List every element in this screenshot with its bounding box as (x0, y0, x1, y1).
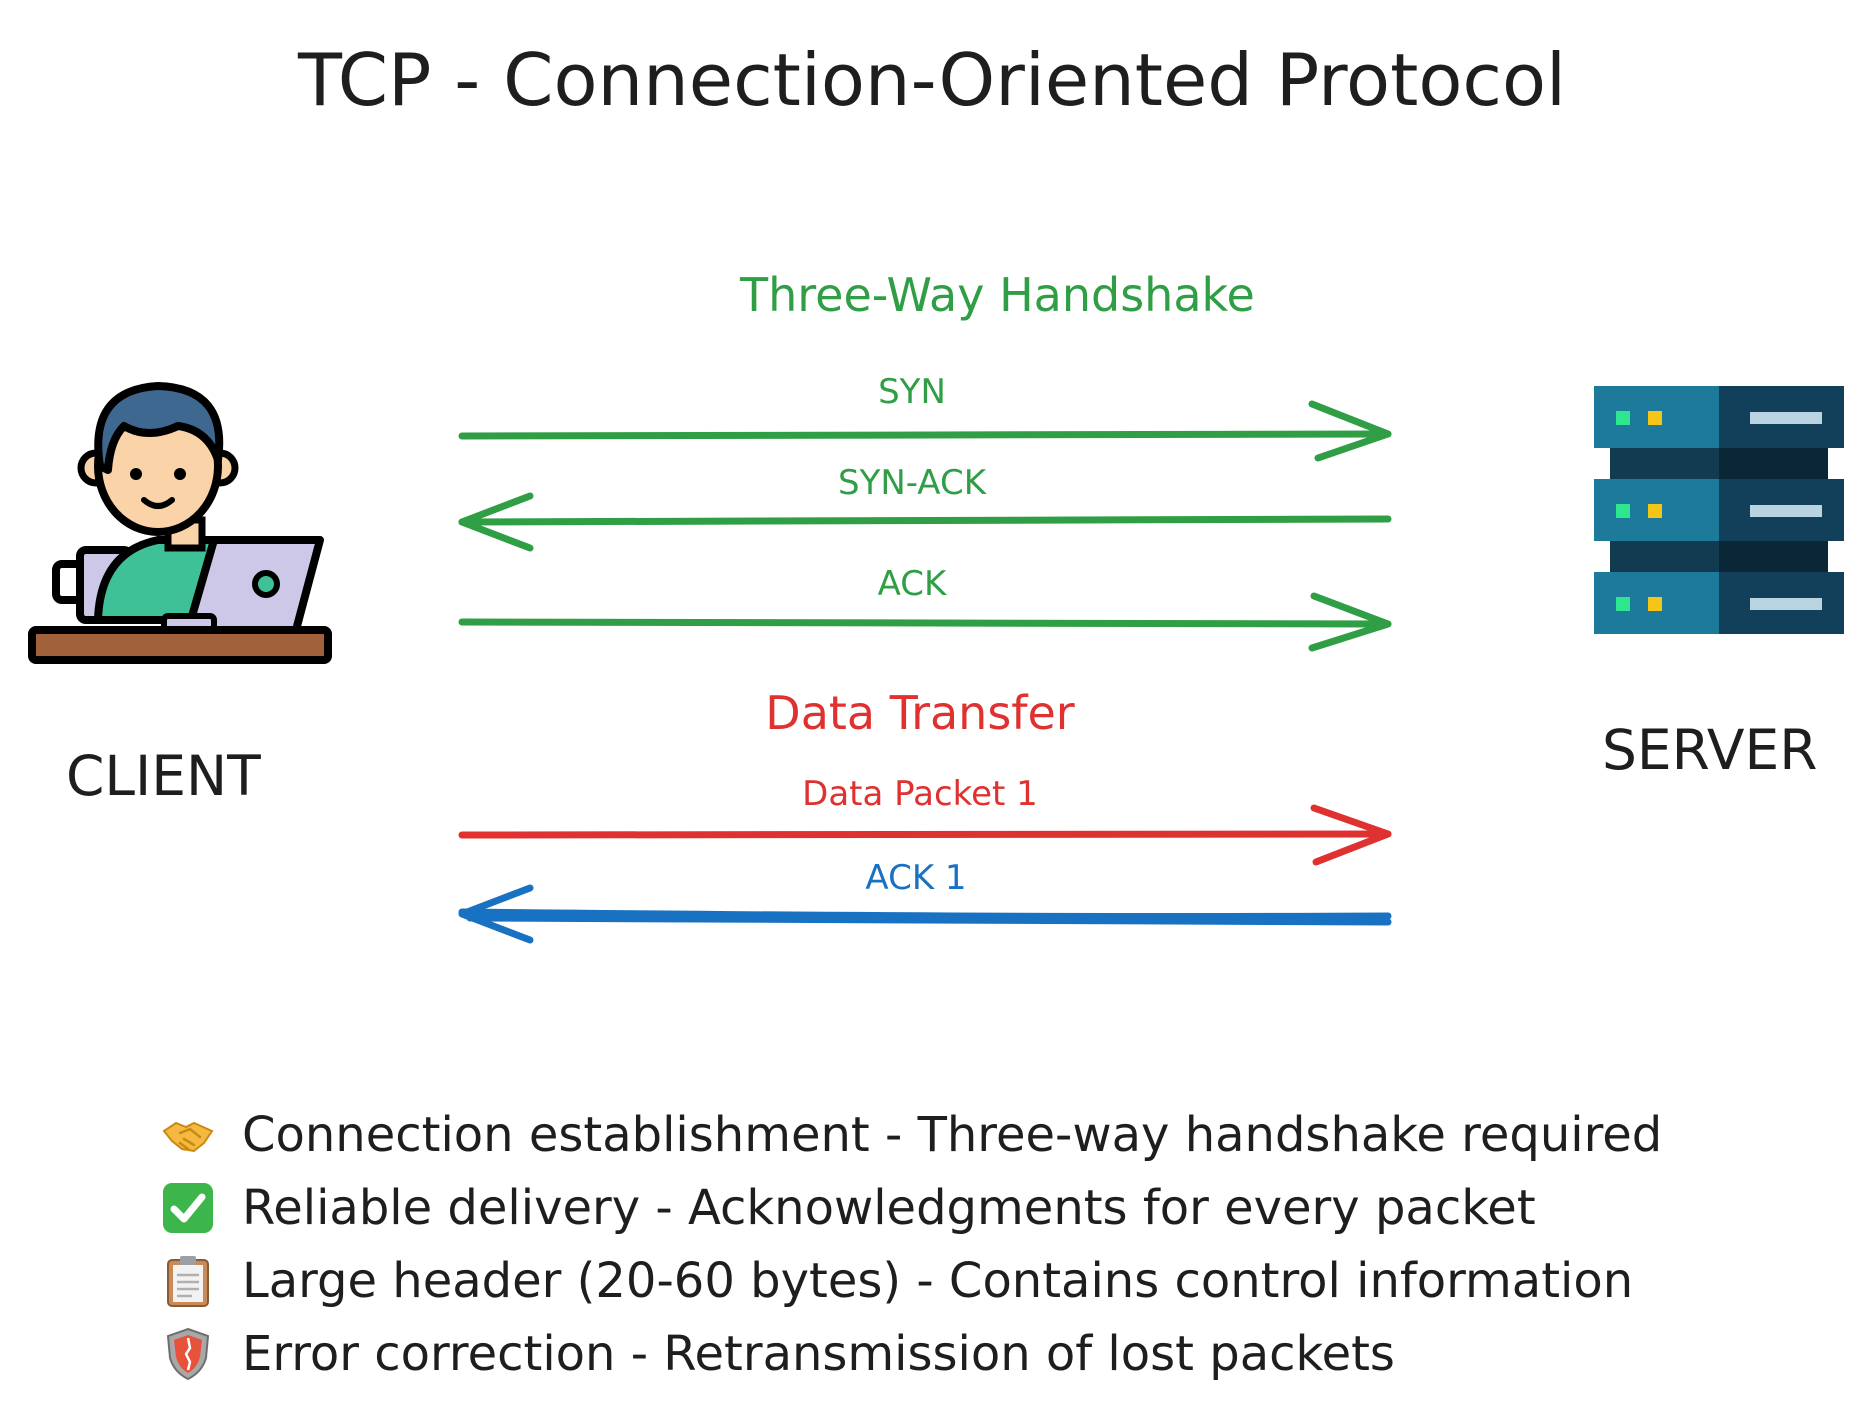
syn-ack-arrow (458, 492, 1392, 552)
data-packet-label: Data Packet 1 (802, 774, 1038, 814)
page-title: TCP - Connection-Oriented Protocol (297, 38, 1567, 122)
client-label: CLIENT (66, 744, 261, 808)
server-icon (1594, 386, 1844, 634)
server-label: SERVER (1602, 718, 1818, 782)
clipboard-icon (167, 1255, 209, 1307)
ack-1-arrow (458, 884, 1392, 944)
handshake-icon (162, 1121, 214, 1152)
list-item: Reliable delivery - Acknowledgments for … (160, 1171, 1662, 1244)
check-mark-icon (163, 1182, 213, 1233)
syn-arrow (458, 400, 1392, 462)
feature-text: Connection establishment - Three-way han… (242, 1106, 1663, 1163)
syn-ack-label: SYN-ACK (837, 463, 986, 503)
list-item: Connection establishment - Three-way han… (160, 1098, 1662, 1171)
feature-text: Error correction - Retransmission of los… (242, 1325, 1395, 1382)
feature-text: Reliable delivery - Acknowledgments for … (242, 1179, 1536, 1236)
list-item: Error correction - Retransmission of los… (160, 1317, 1662, 1390)
ack-label: ACK (877, 564, 947, 604)
shield-icon (166, 1327, 210, 1380)
data-transfer-heading: Data Transfer (765, 686, 1075, 740)
ack-arrow (458, 592, 1392, 652)
syn-label: SYN (878, 372, 946, 412)
list-item: Large header (20-60 bytes) - Contains co… (160, 1244, 1662, 1317)
client-icon (28, 382, 332, 664)
feature-list: Connection establishment - Three-way han… (160, 1098, 1662, 1390)
feature-text: Large header (20-60 bytes) - Contains co… (242, 1252, 1634, 1309)
ack-1-label: ACK 1 (865, 858, 967, 898)
data-packet-arrow (458, 804, 1392, 866)
